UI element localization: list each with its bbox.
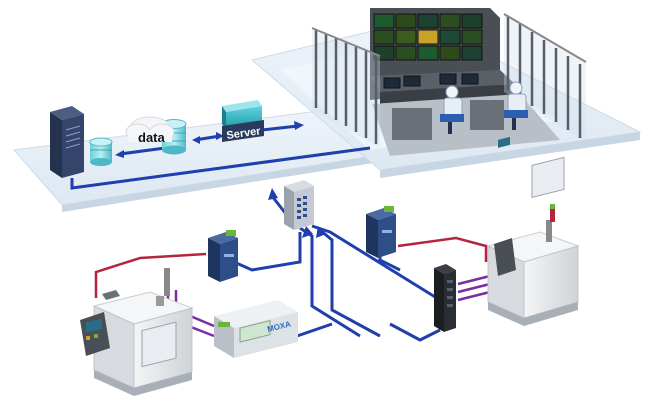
- serial-device-server-icon: [208, 230, 238, 282]
- server-label: Server: [226, 125, 262, 142]
- operator-icon: [440, 85, 464, 134]
- purple-serial-right-c: [457, 290, 491, 302]
- database-icon: [89, 137, 113, 166]
- arrow-right-icon: [216, 132, 224, 140]
- monitor-wall: [373, 13, 483, 61]
- serial-device-server-icon: [366, 206, 396, 258]
- arrow-up-icon: [316, 226, 326, 238]
- data-to-db-link: [119, 146, 166, 156]
- switch-to-hub-line-b: [319, 228, 381, 338]
- office-backbone-line: [70, 146, 371, 190]
- switch-uplink-line: [270, 195, 288, 215]
- operator-icon: [504, 81, 528, 130]
- cloud-icon: [125, 116, 175, 142]
- arrow-up-icon: [302, 226, 313, 238]
- server-to-control-link: [261, 124, 299, 132]
- arrow-left-icon: [115, 150, 124, 158]
- data-label: data: [138, 130, 166, 145]
- left-device-uplink: [233, 232, 302, 272]
- cnc-machine-icon: [486, 136, 580, 326]
- arrow-up-icon: [268, 188, 278, 200]
- red-serial-right: [397, 236, 488, 262]
- server-tower-icon: [50, 106, 84, 178]
- control-panel: [80, 312, 110, 356]
- office-network-lines: [70, 121, 371, 190]
- database-icon: [161, 119, 187, 155]
- server-icon: [222, 100, 264, 142]
- arrow-right-icon: [294, 121, 304, 130]
- control-room-icon: [311, 8, 587, 156]
- purple-serial-right-b: [457, 282, 491, 294]
- rack-switch-icon: [434, 264, 456, 332]
- ethernet-switch-icon: [284, 180, 314, 230]
- cnc-machine-icon: [80, 268, 194, 396]
- purple-serial-right-a: [457, 274, 491, 286]
- rack-link: [389, 322, 441, 342]
- io-controller-icon: [214, 300, 298, 358]
- arrow-left-icon: [192, 136, 200, 144]
- red-serial-left: [94, 252, 207, 298]
- control-panel: [494, 136, 516, 276]
